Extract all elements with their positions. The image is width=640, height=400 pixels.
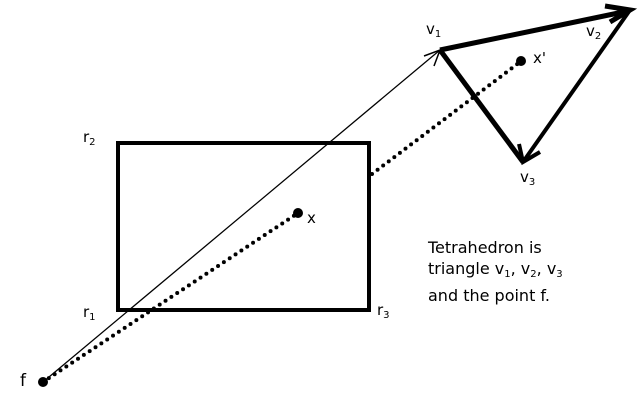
label-r2: r2 (83, 130, 96, 150)
label-v3: v3 (520, 170, 535, 190)
edge-v2-v3 (521, 8, 632, 164)
point-f (38, 377, 48, 387)
dotted-rect-to-x-prime (370, 60, 522, 176)
caption-line-3: and the point f. (428, 286, 550, 305)
label-sub: 1 (89, 312, 96, 323)
label-sub: 2 (594, 31, 602, 42)
caption-v: v (520, 259, 531, 278)
point-x-prime (516, 56, 526, 66)
caption-sub: 2 (530, 269, 537, 280)
ray-f-to-v1 (42, 49, 441, 383)
caption-sep: , (536, 259, 547, 278)
caption-v: v (546, 259, 557, 278)
label-base: r (83, 128, 90, 146)
label-r1: r1 (83, 305, 96, 325)
label-x-prime: x' (533, 49, 547, 67)
label-f: f (20, 371, 26, 391)
point-x (293, 208, 303, 218)
caption-text: triangle (428, 259, 495, 278)
caption-sep: , (510, 259, 521, 278)
rectangle-r1-r2-r3 (116, 141, 371, 312)
caption: Tetrahedron is triangle v1, v2, v3 and t… (428, 237, 563, 306)
caption-line-1: Tetrahedron is (428, 238, 542, 257)
edge-v1-v2 (439, 8, 629, 53)
label-sub: 3 (383, 310, 390, 321)
dotted-f-to-x (41, 211, 300, 384)
label-x: x (307, 209, 316, 227)
edge-v1-v3 (437, 48, 526, 164)
label-v1: v1 (426, 22, 441, 42)
label-v2: v2 (586, 24, 601, 44)
caption-sub: 1 (504, 269, 511, 280)
caption-line-2: triangle v1, v2, v3 (428, 258, 563, 285)
label-sub: 2 (89, 137, 96, 148)
caption-sub: 3 (556, 269, 563, 280)
label-sub: 1 (434, 29, 442, 40)
arrowhead-v3 (517, 143, 542, 166)
caption-v: v (494, 259, 505, 278)
label-base: v (426, 20, 435, 38)
label-base: r (377, 301, 384, 319)
label-sub: 3 (528, 177, 536, 188)
label-base: v (520, 168, 529, 186)
label-base: r (83, 303, 90, 321)
label-r3: r3 (377, 303, 390, 323)
label-base: v (586, 22, 595, 40)
